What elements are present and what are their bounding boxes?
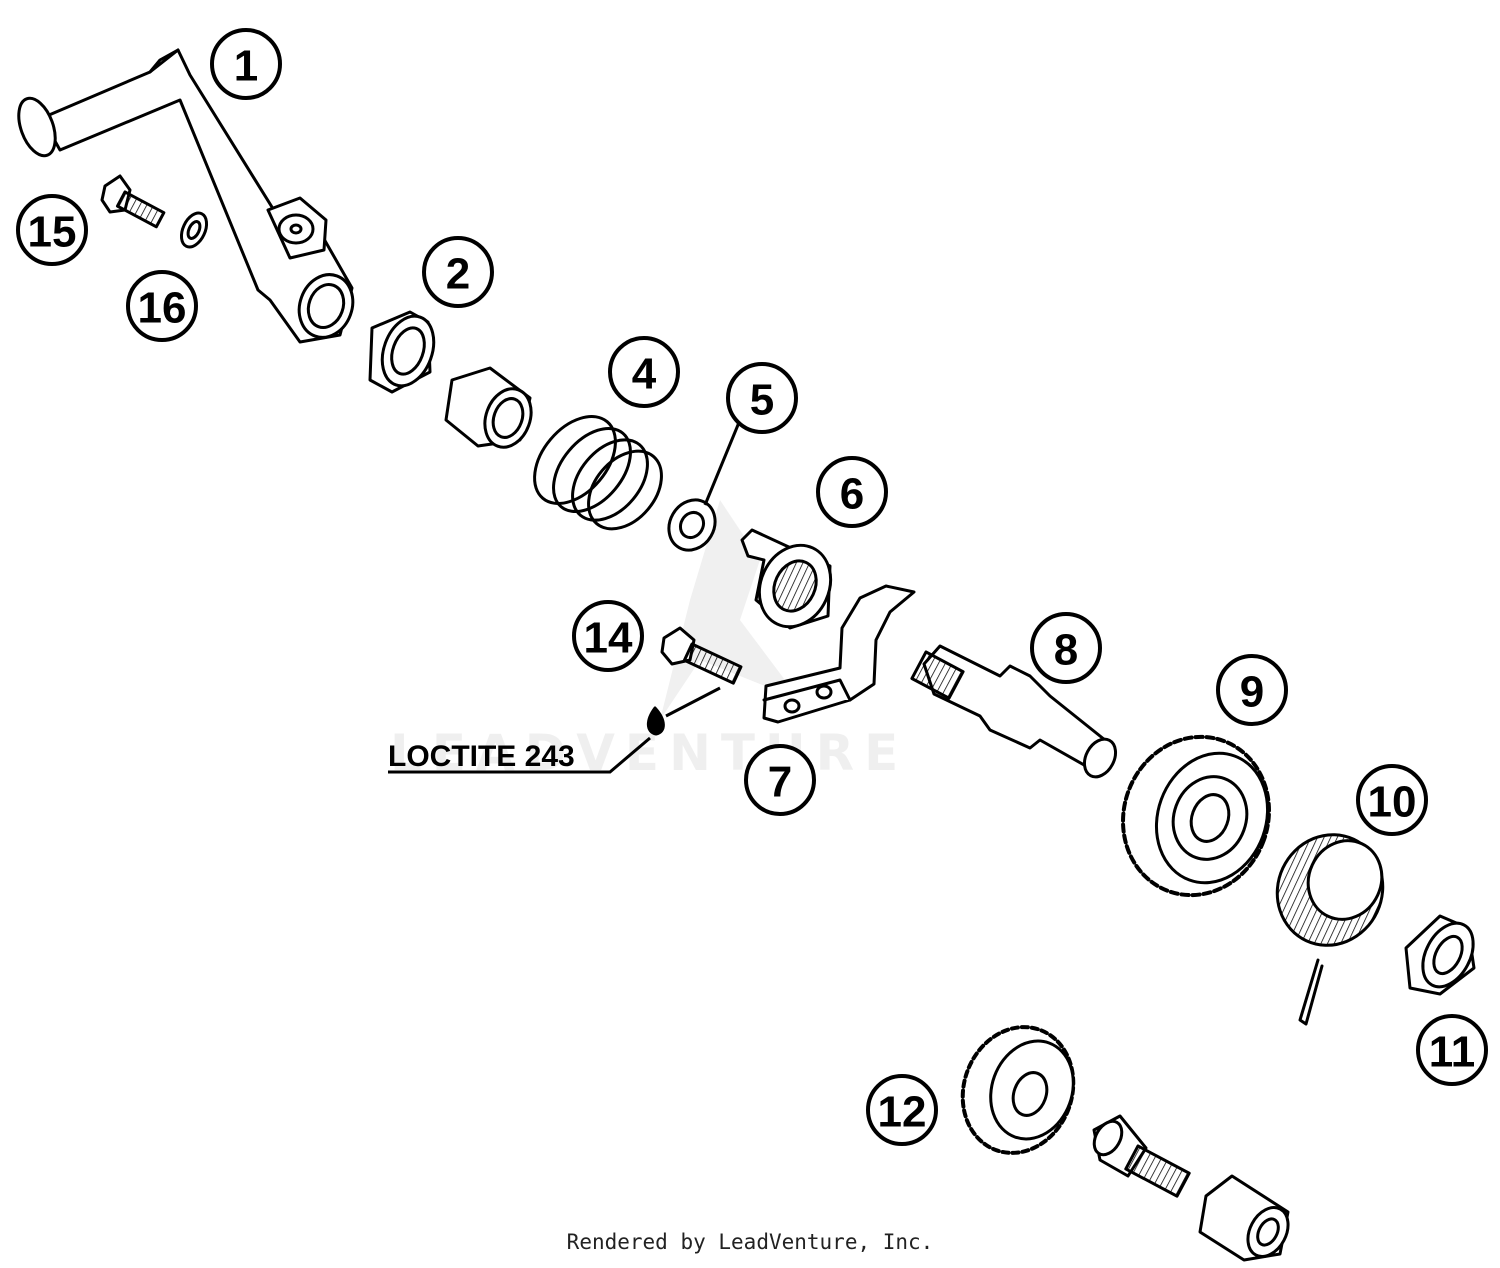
callout-4: 4: [608, 336, 680, 408]
svg-text:2: 2: [446, 250, 470, 299]
svg-text:5: 5: [750, 376, 774, 425]
bolt-part-14: [646, 626, 743, 736]
washer-part-5: [667, 498, 717, 552]
idler-gear-part-12: [960, 1025, 1076, 1155]
ring-part-11: [1404, 914, 1476, 996]
svg-text:9: 9: [1240, 668, 1264, 717]
callout-1: 1: [210, 28, 282, 100]
svg-text:16: 16: [138, 284, 187, 333]
callout-15: 15: [16, 194, 88, 266]
callout-6: 6: [816, 456, 888, 528]
svg-text:1: 1: [234, 42, 258, 91]
sleeve-part: [1198, 1174, 1290, 1262]
svg-text:11: 11: [1429, 1028, 1476, 1077]
kick-lever-part: [17, 48, 355, 344]
idler-pin-bolt-part: [1092, 1114, 1191, 1198]
torsion-spring-part-10: [1275, 833, 1385, 1026]
ratchet-part-6: [740, 528, 833, 630]
bolt-part-15: [100, 174, 166, 229]
leader-lines: [388, 419, 742, 774]
callout-5: 5: [726, 362, 798, 434]
washer-part-16: [179, 211, 209, 249]
svg-text:4: 4: [632, 350, 657, 399]
bushing-part: [444, 366, 533, 449]
kickstarter-shaft-part-8: [910, 644, 1118, 779]
svg-text:10: 10: [1368, 778, 1417, 827]
callout-11: 11: [1416, 1014, 1488, 1086]
svg-text:15: 15: [28, 208, 77, 257]
callout-2: 2: [422, 236, 494, 308]
callout-14: 14: [572, 600, 644, 672]
seal-ring-part-2: [368, 310, 436, 394]
svg-text:12: 12: [878, 1088, 927, 1137]
svg-text:14: 14: [584, 614, 633, 663]
callout-16: 16: [126, 270, 198, 342]
svg-text:8: 8: [1054, 626, 1078, 675]
guide-plate-part-7: [762, 584, 916, 724]
svg-text:6: 6: [840, 470, 864, 519]
callout-10: 10: [1356, 764, 1428, 836]
kick-gear-part-9: [1121, 734, 1271, 898]
callout-8: 8: [1030, 612, 1102, 684]
svg-text:7: 7: [768, 758, 792, 807]
callout-9: 9: [1216, 654, 1288, 726]
spring-part-4: [533, 415, 663, 531]
loctite-label: LOCTITE 243: [388, 740, 575, 773]
callout-12: 12: [866, 1074, 938, 1146]
footer-credit: Rendered by LeadVenture, Inc.: [566, 1230, 934, 1254]
callout-7: 7: [744, 744, 816, 816]
